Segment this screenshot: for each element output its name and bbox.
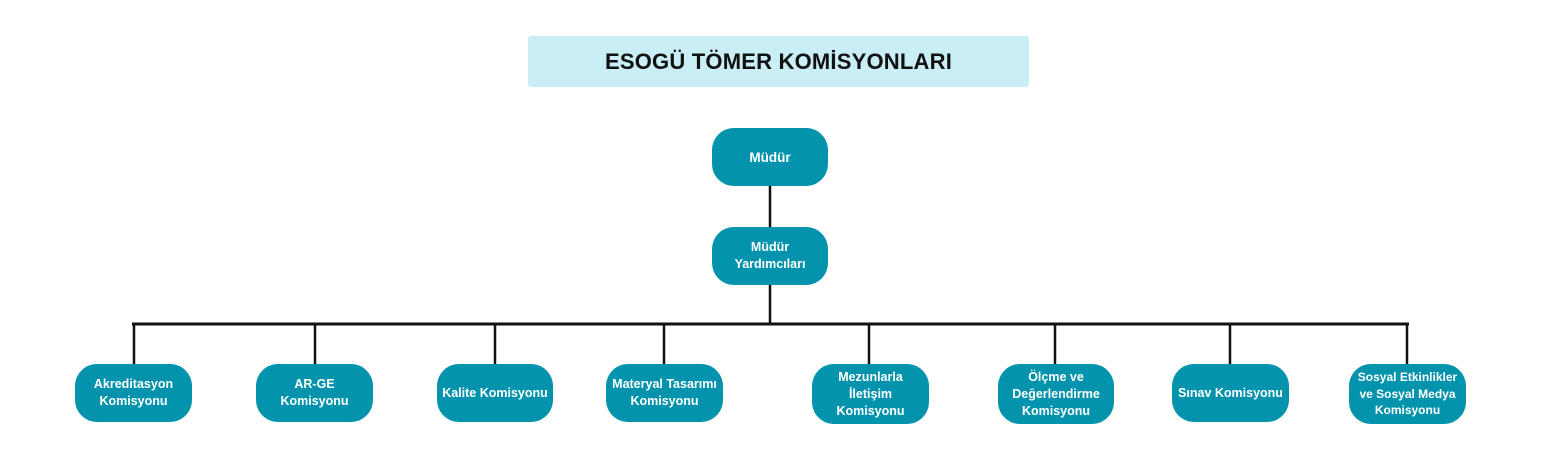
committee-2-line-1: AR-GE	[294, 377, 335, 391]
node-mudur-yardimcilari: Müdür Yardımcıları	[712, 227, 828, 285]
committee-6-line-1: Ölçme ve	[1028, 369, 1084, 384]
committee-5-line-1: Mezunlarla	[838, 369, 903, 384]
node-olcme-degerlendirme-komisyonu: Ölçme ve Değerlendirme Komisyonu	[998, 364, 1114, 424]
committee-6-line-3: Komisyonu	[1021, 403, 1091, 418]
committee-1-line-2: Komisyonu	[99, 394, 168, 408]
title-banner: ESOGÜ TÖMER KOMİSYONLARI	[528, 36, 1029, 87]
node-kalite-komisyonu: Kalite Komisyonu	[437, 364, 553, 422]
node-deputy-line-1: Müdür	[750, 240, 790, 254]
node-materyal-tasarimi-komisyonu: Materyal Tasarımı Komisyonu	[606, 364, 723, 422]
node-ar-ge-komisyonu: AR-GE Komisyonu	[256, 364, 373, 422]
node-mudur-label: Müdür	[749, 149, 791, 165]
committee-4-line-2: Komisyonu	[630, 394, 699, 408]
node-mezunlarla-iletisim-komisyonu: Mezunlarla İletişim Komisyonu	[812, 364, 929, 424]
committee-6-line-2: Değerlendirme	[1012, 386, 1100, 401]
node-deputy-line-2: Yardımcıları	[734, 257, 806, 271]
node-akreditasyon-komisyonu: Akreditasyon Komisyonu	[75, 364, 192, 422]
committee-7-line-1: Sınav Komisyonu	[1178, 385, 1283, 400]
node-sinav-komisyonu: Sınav Komisyonu	[1172, 364, 1289, 422]
committee-8-line-1: Sosyal Etkinlikler	[1357, 370, 1458, 385]
diagram-title: ESOGÜ TÖMER KOMİSYONLARI	[604, 48, 953, 74]
committee-4-line-1: Materyal Tasarımı	[612, 377, 717, 391]
committee-8-line-2: ve Sosyal Medya	[1359, 386, 1456, 401]
node-sosyal-etkinlikler-komisyonu: Sosyal Etkinlikler ve Sosyal Medya Komis…	[1349, 364, 1466, 424]
committee-5-line-3: Komisyonu	[836, 403, 905, 418]
committee-3-line-1: Kalite Komisyonu	[442, 385, 548, 400]
committee-1-line-1: Akreditasyon	[93, 377, 174, 391]
committee-2-line-2: Komisyonu	[280, 394, 349, 408]
committee-5-line-2: İletişim	[848, 386, 893, 401]
node-mudur: Müdür	[712, 128, 828, 186]
committee-8-line-3: Komisyonu	[1374, 403, 1441, 418]
